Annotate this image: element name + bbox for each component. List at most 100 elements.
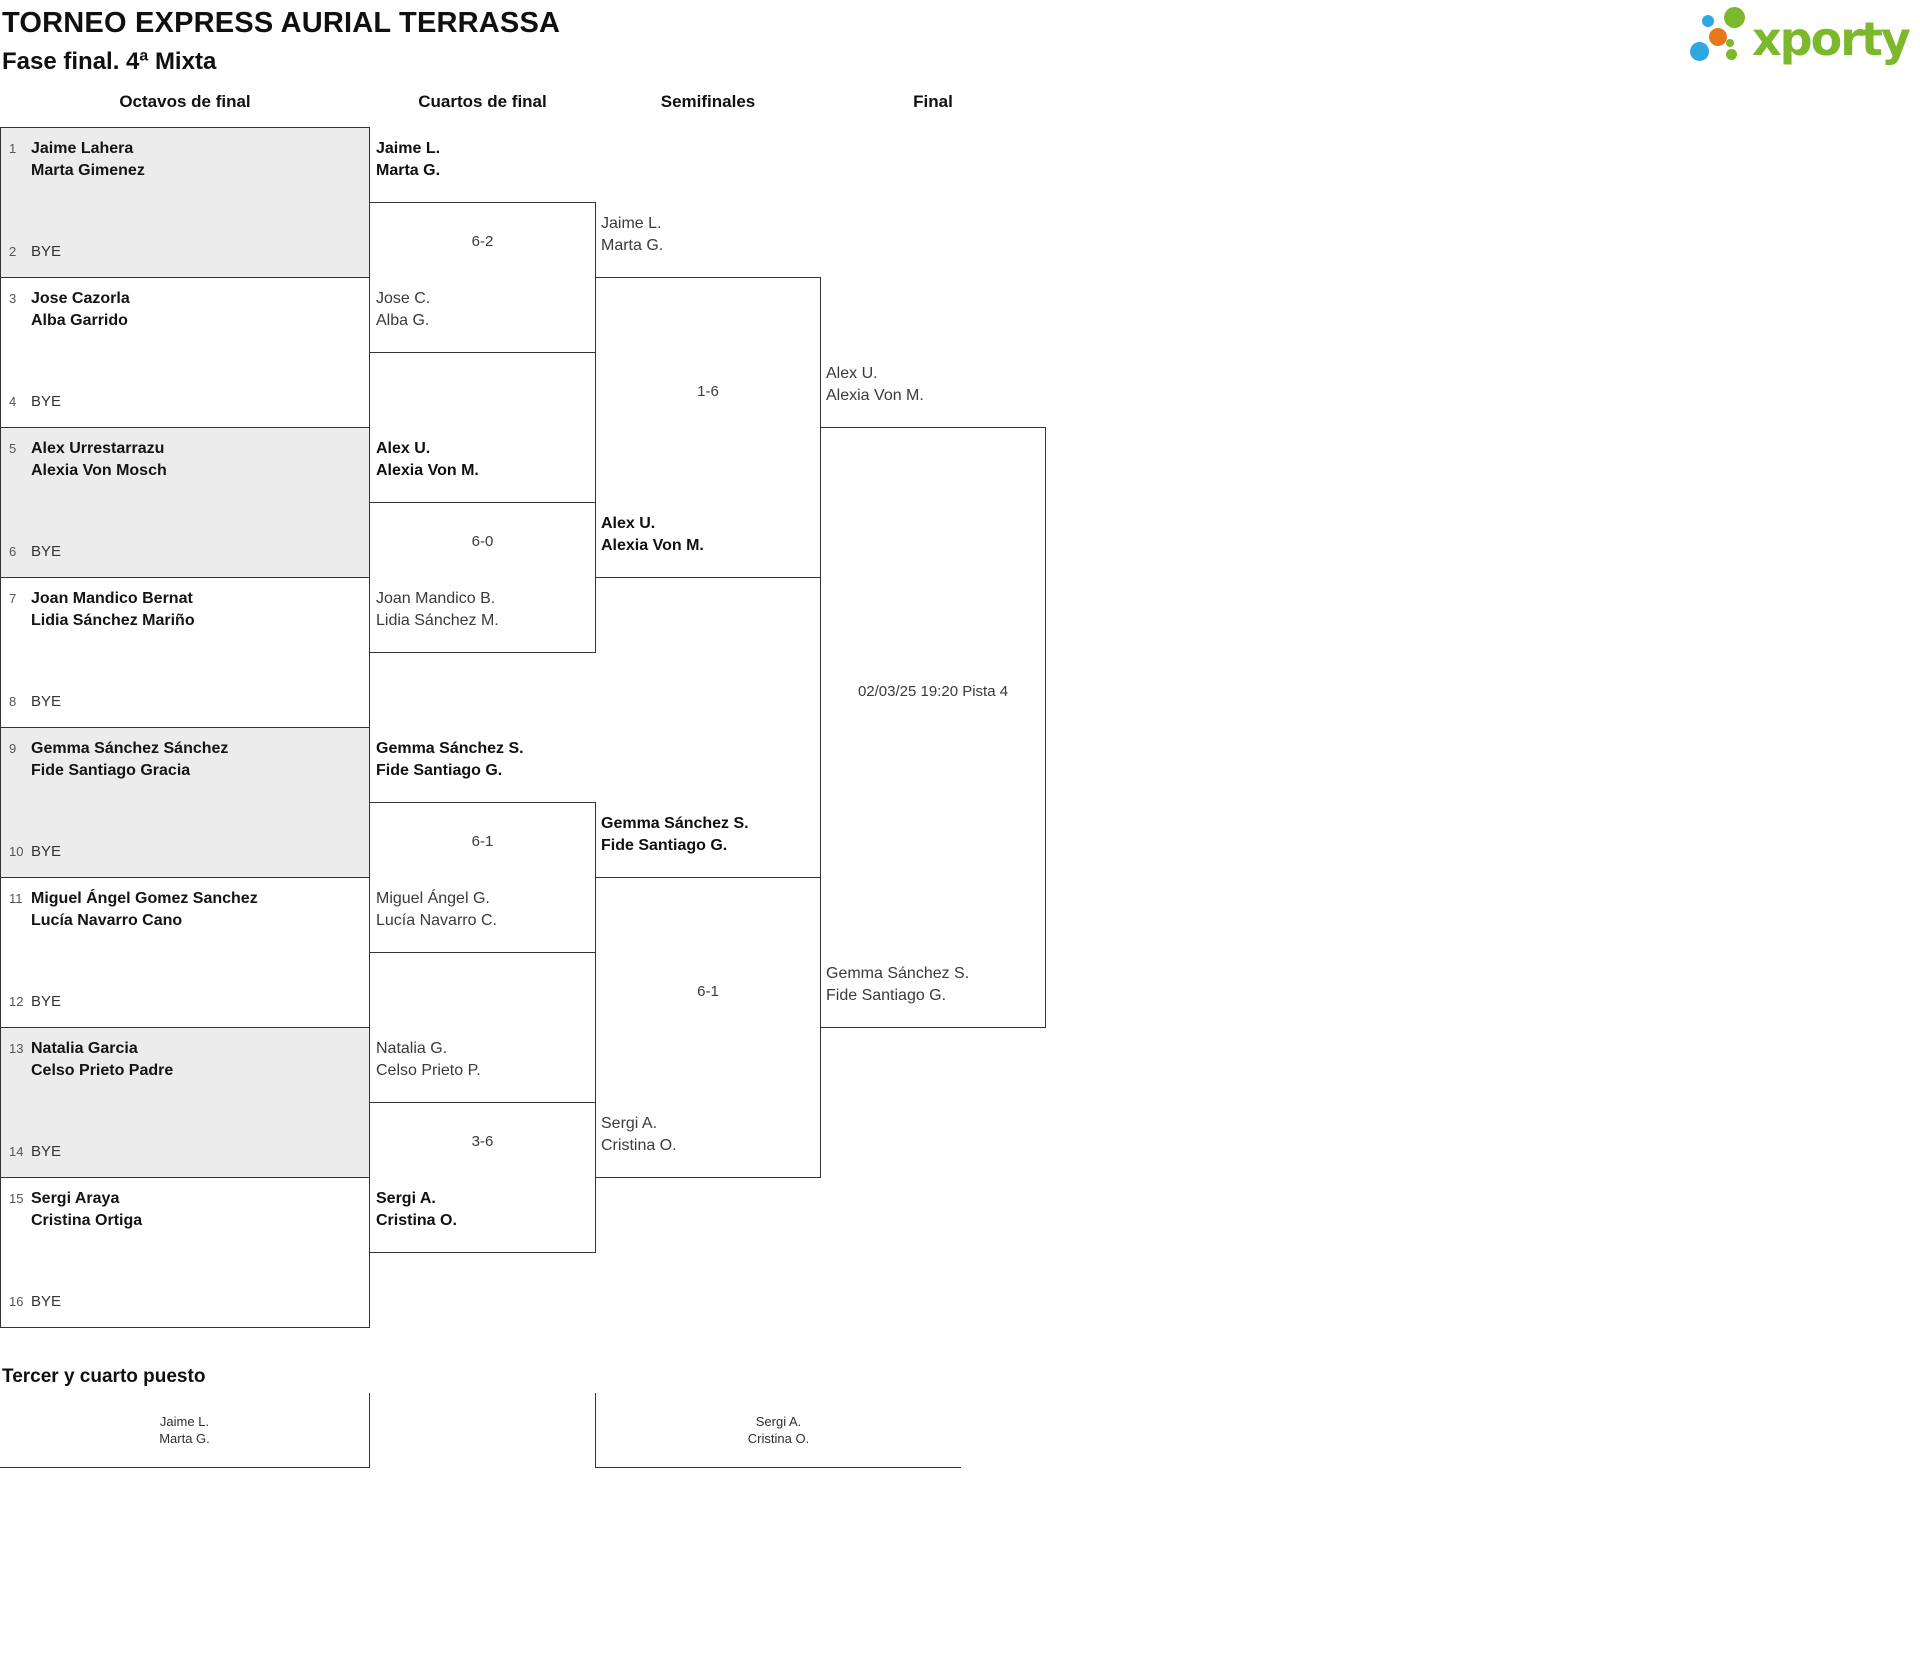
- bye-label: BYE: [31, 243, 62, 260]
- match-score-qf4: 3-6: [471, 1133, 494, 1150]
- player-name: Sergi Araya: [31, 1190, 120, 1207]
- bye-label: BYE: [31, 843, 62, 860]
- player-name: Cristina Ortiga: [31, 1212, 143, 1229]
- seed-number: 3: [9, 291, 17, 306]
- player-name: Joan Mandico B.: [376, 590, 496, 607]
- player-name: Lidia Sánchez Mariño: [31, 612, 195, 629]
- page-title: TORNEO EXPRESS AURIAL TERRASSA: [2, 7, 561, 39]
- match-score-sf1: 1-6: [697, 383, 719, 400]
- octavos-box-2: 3 Jose Cazorla Alba Garrido 4 BYE: [0, 277, 370, 428]
- team-name: Jaime Lahera Marta Gimenez: [31, 138, 145, 182]
- player-name: Alex Urrestarrazu: [31, 440, 165, 457]
- player-name: Celso Prieto P.: [376, 1062, 481, 1079]
- logo-dot-green-tiny: [1726, 39, 1734, 47]
- logo-dot-green-large: [1724, 7, 1745, 28]
- octavos-box-8: 15 Sergi Araya Cristina Ortiga 16 BYE: [0, 1177, 370, 1328]
- match-team-qf2-bottom: Joan Mandico B. Lidia Sánchez M.: [376, 588, 591, 632]
- match-score-sf2: 6-1: [697, 983, 719, 1000]
- octavos-box-4: 7 Joan Mandico Bernat Lidia Sánchez Mari…: [0, 577, 370, 728]
- player-name: Alex U.: [826, 365, 878, 382]
- round-header-cuartos: Cuartos de final: [418, 92, 547, 111]
- match-team-qf3-top: Gemma Sánchez S. Fide Santiago G.: [376, 738, 591, 782]
- team-name: Alex Urrestarrazu Alexia Von Mosch: [31, 438, 167, 482]
- match-team-qf2-top: Alex U. Alexia Von M.: [376, 438, 591, 482]
- player-name: Miguel Ángel G.: [376, 890, 490, 907]
- bracket-slot: 12 BYE: [1, 991, 61, 1013]
- player-name: Jaime Lahera: [31, 140, 134, 157]
- player-name: Cristina O.: [601, 1137, 677, 1154]
- player-name: Jose Cazorla: [31, 290, 130, 307]
- player-name: Fide Santiago G.: [601, 837, 728, 854]
- player-name: Alexia Von M.: [826, 387, 924, 404]
- bracket-slot: 3 Jose Cazorla Alba Garrido: [1, 288, 363, 332]
- seed-number: 15: [9, 1191, 24, 1206]
- player-name: Fide Santiago G.: [826, 987, 947, 1004]
- player-name: Sergi A.: [601, 1115, 658, 1132]
- page-subtitle: Fase final. 4ª Mixta: [2, 48, 217, 75]
- player-name: Sergi A.: [755, 1414, 802, 1429]
- bracket-slot: 15 Sergi Araya Cristina Ortiga: [1, 1188, 363, 1232]
- bracket-slot: 2 BYE: [1, 241, 61, 263]
- seed-number: 1: [9, 141, 17, 156]
- player-name: Jaime L.: [601, 215, 662, 232]
- player-name: Lucía Navarro Cano: [31, 912, 183, 929]
- seed-number: 8: [9, 694, 17, 709]
- match-score-qf2: 6-0: [471, 533, 494, 550]
- match-score-qf1: 6-2: [471, 233, 494, 250]
- final-schedule: 02/03/25 19:20 Pista 4: [857, 683, 1009, 700]
- seed-number: 4: [9, 394, 17, 409]
- round-header-semifinales: Semifinales: [660, 92, 756, 111]
- player-name: Fide Santiago Gracia: [31, 762, 191, 779]
- logo-dot-green-small: [1726, 49, 1737, 60]
- player-name: Jose C.: [376, 290, 431, 307]
- bye-label: BYE: [31, 393, 62, 410]
- player-name: Gemma Sánchez Sánchez: [31, 740, 229, 757]
- octavos-box-6: 11 Miguel Ángel Gomez Sanchez Lucía Nava…: [0, 877, 370, 1028]
- bye-label: BYE: [31, 993, 62, 1010]
- match-team-sf2-top: Gemma Sánchez S. Fide Santiago G.: [601, 813, 816, 857]
- player-name: Alexia Von M.: [376, 462, 479, 479]
- match-team-sf1-top: Jaime L. Marta G.: [601, 213, 816, 257]
- logo-dot-blue-small: [1702, 15, 1714, 27]
- match-team-sf2-bottom: Sergi A. Cristina O.: [601, 1113, 816, 1157]
- player-name: Lidia Sánchez M.: [376, 612, 499, 629]
- bracket-slot: 6 BYE: [1, 541, 61, 563]
- player-name: Marta G.: [601, 237, 664, 254]
- player-name: Miguel Ángel Gomez Sanchez: [31, 890, 258, 907]
- seed-number: 6: [9, 544, 17, 559]
- team-name: Jose Cazorla Alba Garrido: [31, 288, 130, 332]
- player-name: Cristina O.: [376, 1212, 457, 1229]
- match-team-qf4-bottom: Sergi A. Cristina O.: [376, 1188, 591, 1232]
- player-name: Marta G.: [159, 1431, 210, 1446]
- bye-label: BYE: [31, 693, 62, 710]
- bye-label: BYE: [31, 1143, 62, 1160]
- bracket-slot: 11 Miguel Ángel Gomez Sanchez Lucía Nava…: [1, 888, 363, 932]
- octavos-box-5: 9 Gemma Sánchez Sánchez Fide Santiago Gr…: [0, 727, 370, 878]
- player-name: Alex U.: [376, 440, 431, 457]
- seed-number: 5: [9, 441, 17, 456]
- round-header-octavos: Octavos de final: [119, 92, 251, 111]
- seed-number: 12: [9, 994, 24, 1009]
- seed-number: 13: [9, 1041, 24, 1056]
- bracket-slot: 8 BYE: [1, 691, 61, 713]
- logo-wordmark: xporty: [1752, 12, 1911, 66]
- bracket-slot: 4 BYE: [1, 391, 61, 413]
- bracket-slot: 7 Joan Mandico Bernat Lidia Sánchez Mari…: [1, 588, 363, 632]
- match-team-qf1-top: Jaime L. Marta G.: [376, 138, 591, 182]
- bracket-slot: 14 BYE: [1, 1141, 61, 1163]
- team-name: Joan Mandico Bernat Lidia Sánchez Mariño: [31, 588, 195, 632]
- player-name: Marta Gimenez: [31, 162, 145, 179]
- player-name: Jaime L.: [376, 140, 441, 157]
- player-name: Alexia Von M.: [601, 537, 704, 554]
- team-name: Miguel Ángel Gomez Sanchez Lucía Navarro…: [31, 888, 258, 932]
- player-name: Jaime L.: [159, 1414, 210, 1429]
- seed-number: 16: [9, 1294, 24, 1309]
- player-name: Gemma Sánchez S.: [826, 965, 970, 982]
- player-name: Natalia Garcia: [31, 1040, 138, 1057]
- seed-number: 11: [9, 891, 23, 906]
- match-box-final: [820, 427, 1046, 1028]
- bracket-slot: 1 Jaime Lahera Marta Gimenez: [1, 138, 363, 182]
- player-name: Alex U.: [601, 515, 656, 532]
- match-team-qf1-bottom: Jose C. Alba G.: [376, 288, 591, 332]
- seed-number: 2: [9, 244, 17, 259]
